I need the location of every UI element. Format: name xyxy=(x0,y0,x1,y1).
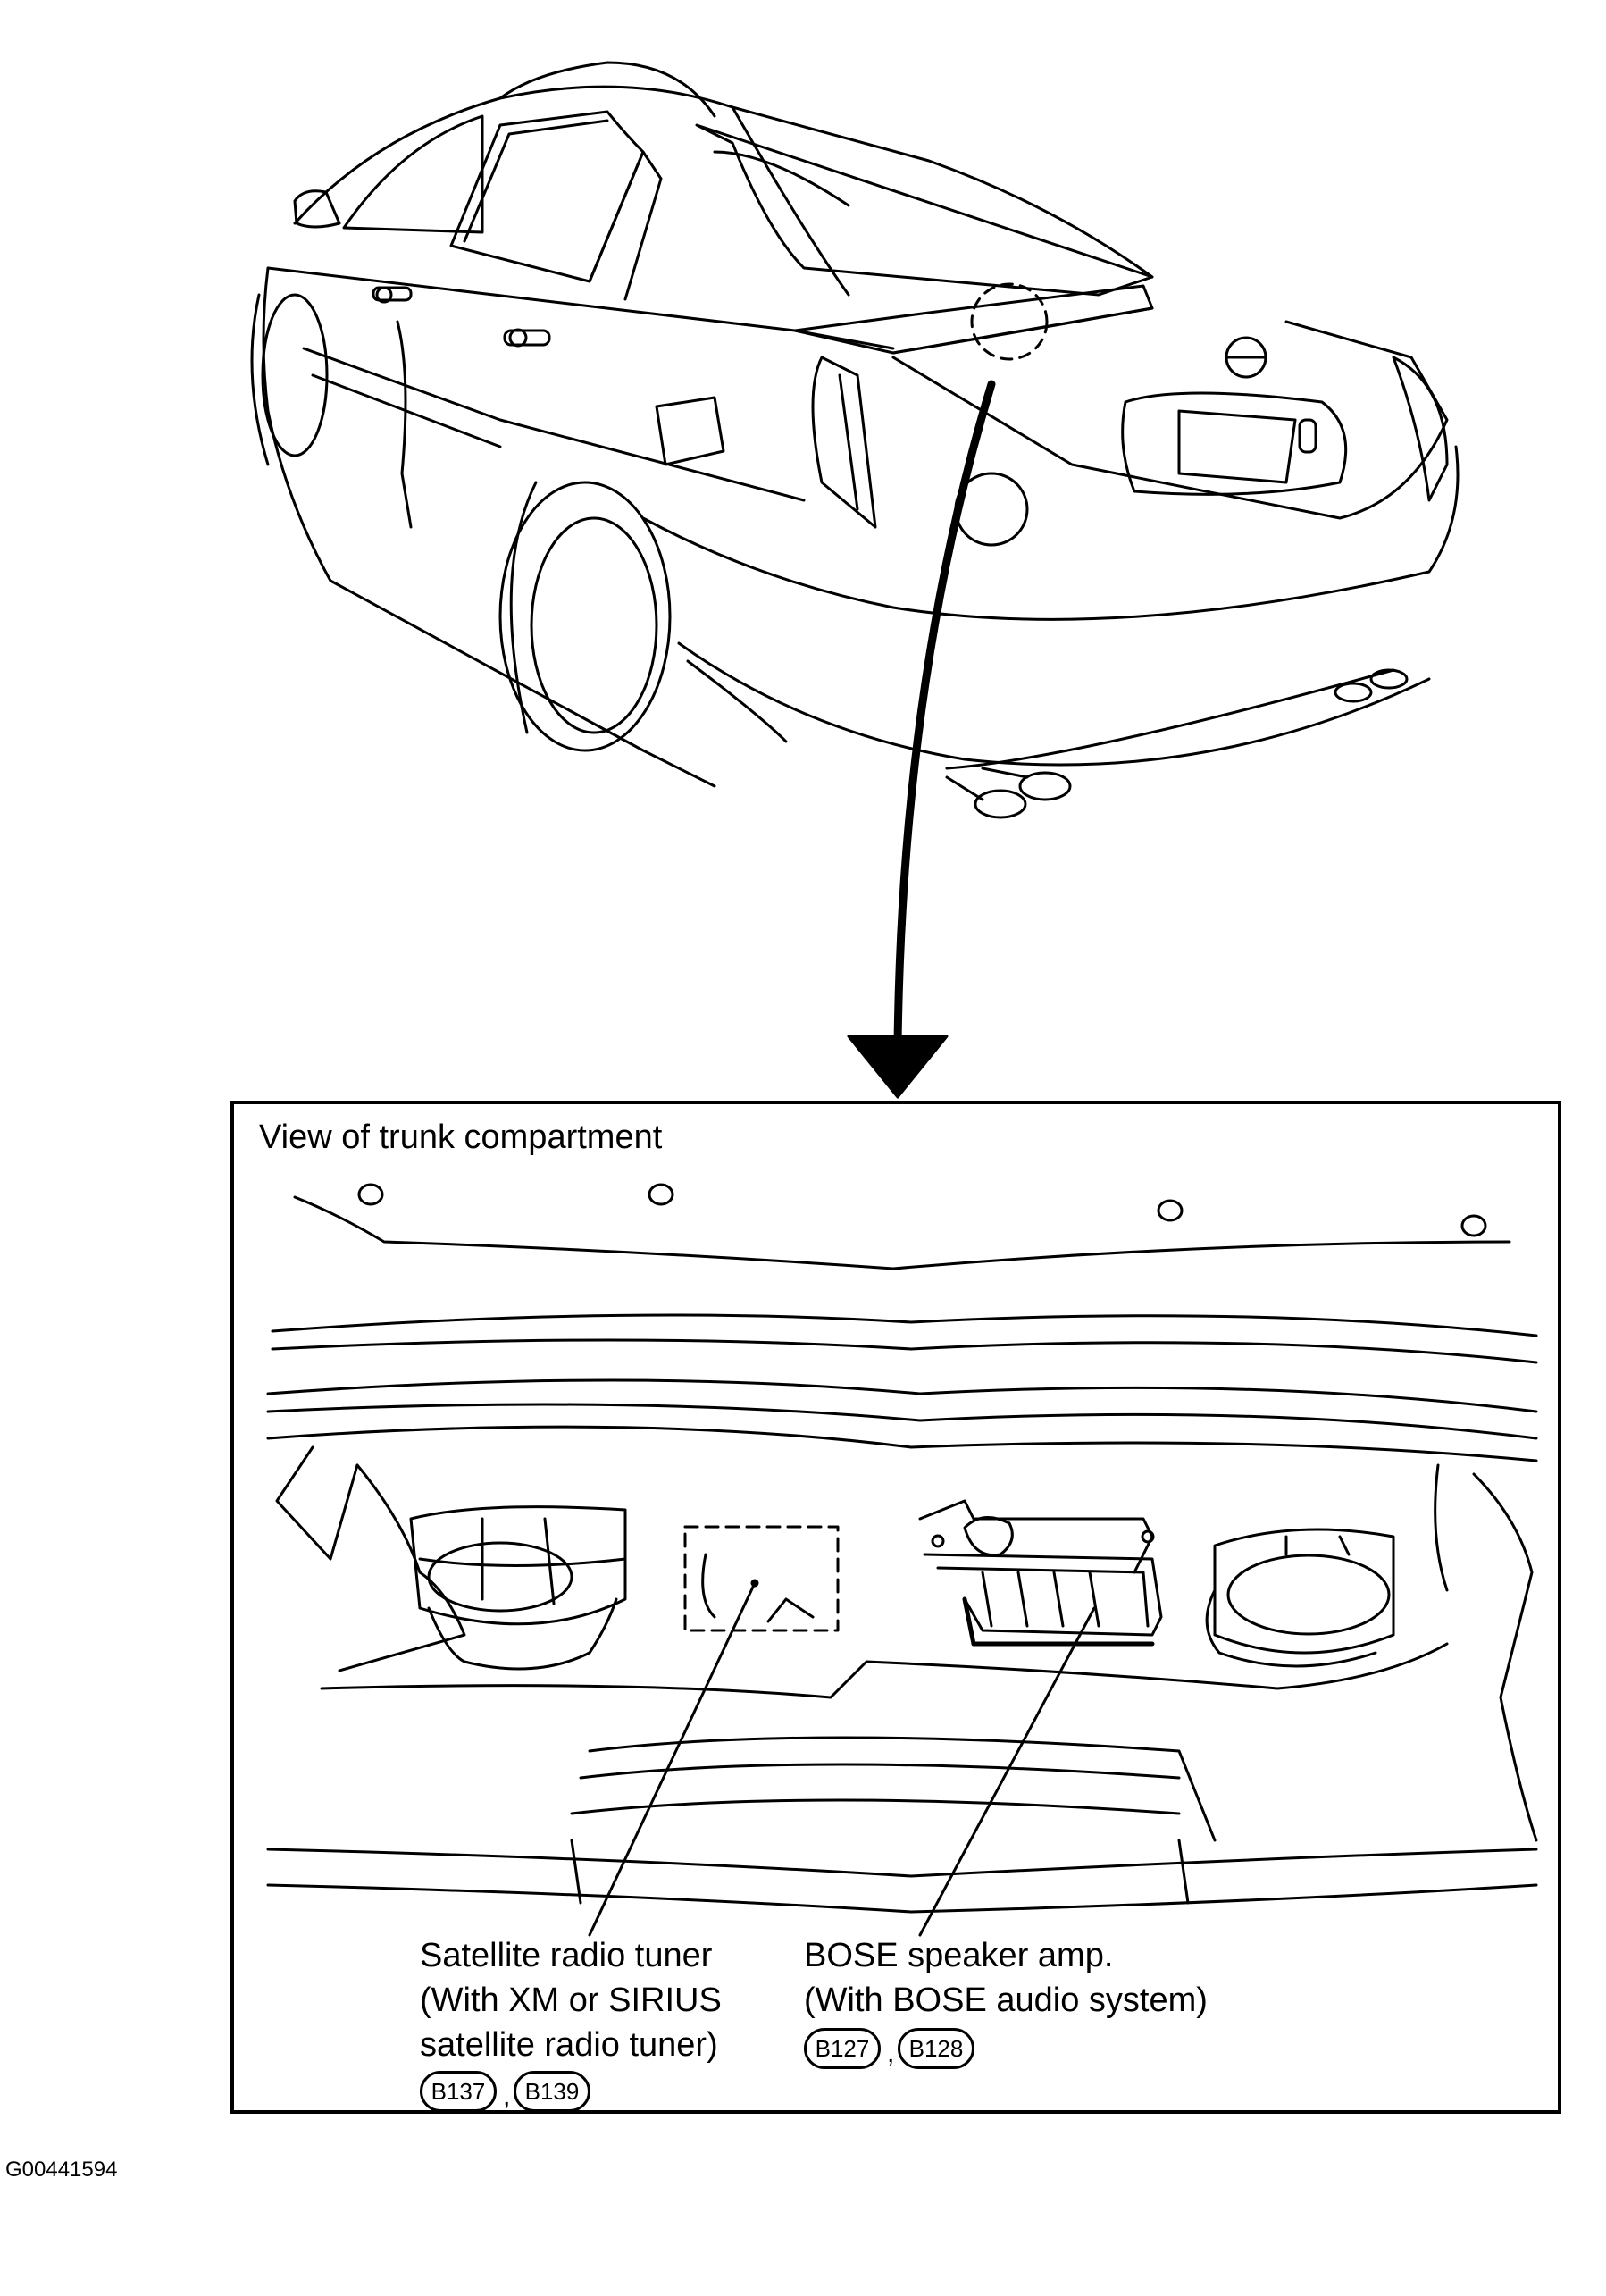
satellite-tuner-line-2: (With XM or SIRIUS xyxy=(420,1982,722,2019)
bose-amp-line-1: BOSE speaker amp. xyxy=(804,1937,1114,1974)
connector-b128: B128 xyxy=(898,2028,974,2069)
connector-b137: B137 xyxy=(420,2071,497,2112)
satellite-tuner-line-1: Satellite radio tuner xyxy=(420,1937,713,1974)
pointer-arrow xyxy=(847,380,996,1099)
figure-id: G00441594 xyxy=(5,2158,118,2182)
satellite-tuner-line-3: satellite radio tuner) xyxy=(420,2026,718,2064)
trunk-view-frame xyxy=(230,1101,1561,2114)
view-title: View of trunk compartment xyxy=(259,1119,663,1156)
satellite-tuner-label: Satellite radio tuner (With XM or SIRIUS… xyxy=(420,1933,722,2067)
leader-lines xyxy=(588,1581,1096,1937)
connector-b139: B139 xyxy=(514,2071,590,2112)
bose-amp-line-2: (With BOSE audio system) xyxy=(804,1982,1208,2019)
bose-amp-label: BOSE speaker amp. (With BOSE audio syste… xyxy=(804,1933,1208,2023)
car-illustration xyxy=(250,61,1460,819)
connector-separator: , xyxy=(887,2039,895,2068)
connector-b127: B127 xyxy=(804,2028,881,2069)
trunk-illustration xyxy=(266,1183,1538,1914)
connector-separator: , xyxy=(503,2082,511,2111)
